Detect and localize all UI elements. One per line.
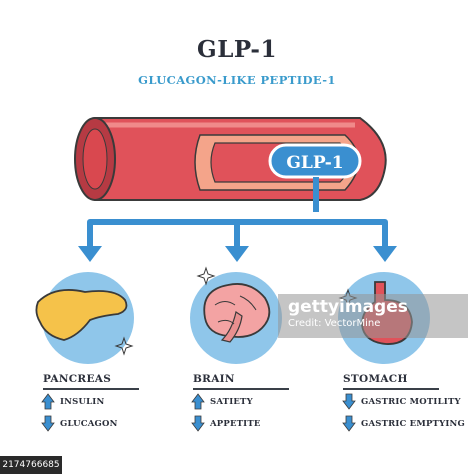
arrow-up-icon: [41, 393, 55, 410]
arrow-up-icon: [191, 393, 205, 410]
arrow-down-icon: [342, 393, 356, 410]
divider: [43, 388, 139, 390]
vessel-label: GLP-1: [286, 153, 343, 173]
effect-label: INSULIN: [60, 397, 105, 407]
brain-organ: [203, 283, 271, 343]
organ-name-brain: BRAIN: [193, 373, 235, 385]
divider: [343, 388, 439, 390]
effect-label: GLUCAGON: [60, 419, 118, 429]
pancreas-organ: [35, 289, 128, 341]
arrow-down-icon: [41, 415, 55, 432]
divider: [193, 388, 289, 390]
organ-name-pancreas: PANCREAS: [43, 373, 112, 385]
effect-label: GASTRIC EMPTYING: [361, 419, 465, 429]
watermark-brand: gettyimages: [288, 297, 408, 317]
effect-label: SATIETY: [210, 397, 253, 407]
organ-name-stomach: STOMACH: [343, 373, 408, 385]
distribution-arrows: [87, 177, 388, 250]
arrow-down-icon: [191, 415, 205, 432]
watermark-overlay: [278, 294, 468, 338]
effect-label: APPETITE: [210, 419, 261, 429]
stock-id-badge: 2174766685: [0, 456, 62, 474]
watermark-credit: Credit: VectorMine: [288, 318, 381, 329]
page-subtitle: GLUCAGON-LIKE PEPTIDE-1: [138, 73, 336, 87]
arrow-down-icon: [342, 415, 356, 432]
effect-label: GASTRIC MOTILITY: [361, 397, 461, 407]
arrow-heads: [78, 246, 397, 262]
page-title: GLP-1: [197, 36, 277, 63]
